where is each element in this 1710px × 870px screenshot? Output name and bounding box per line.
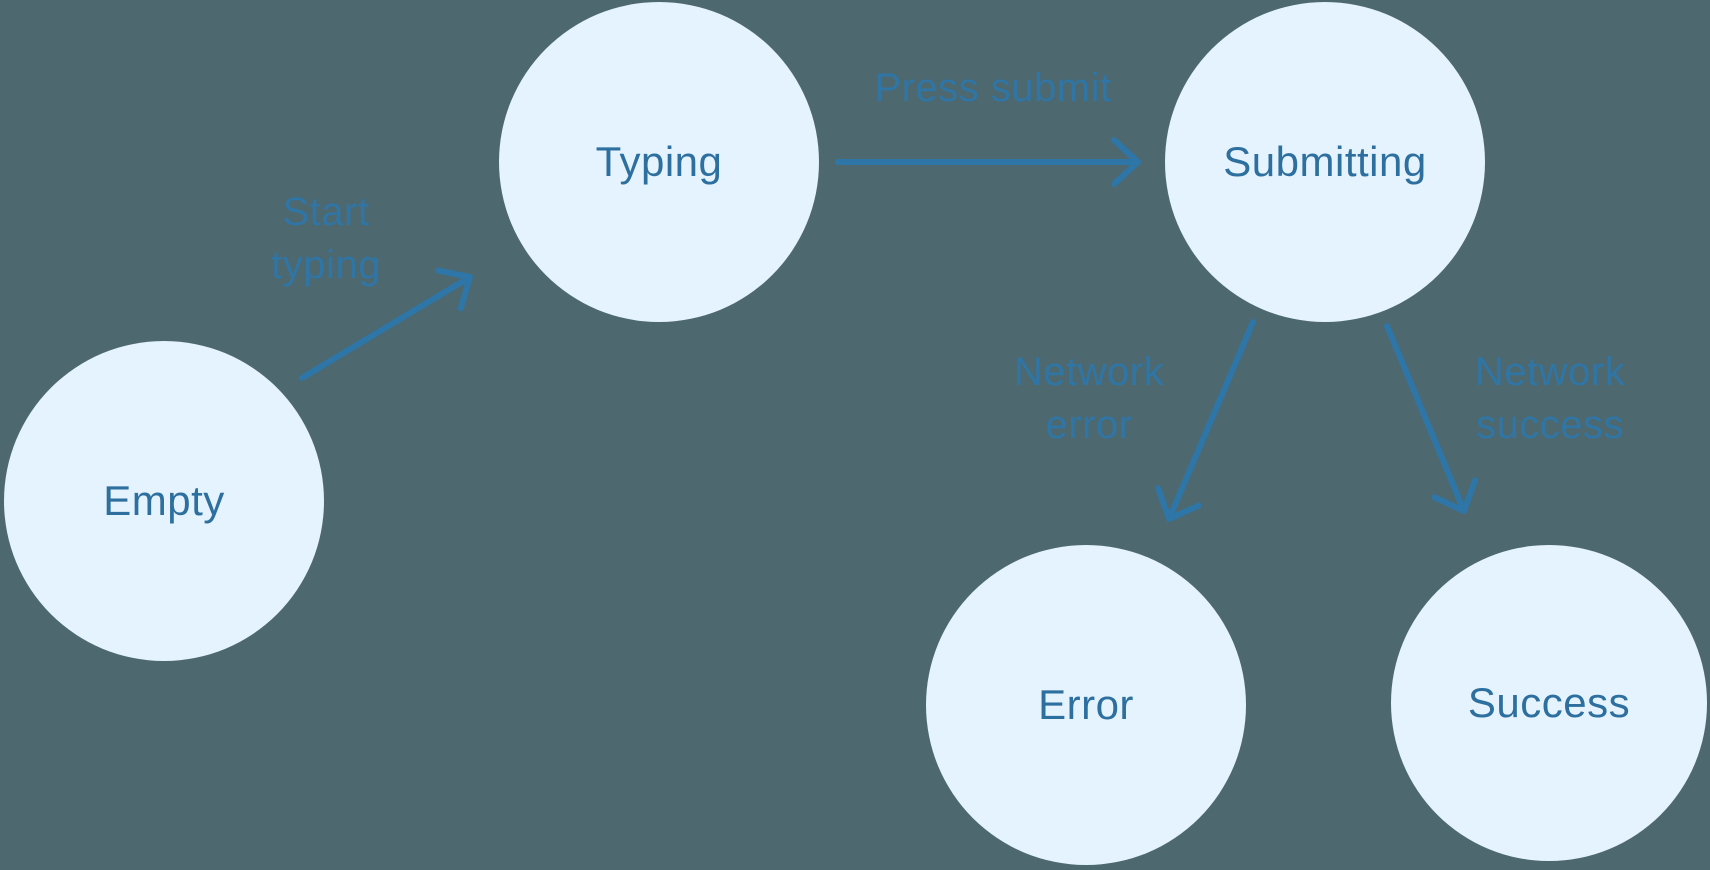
transition-label: Network xyxy=(1014,350,1165,394)
state-circle xyxy=(1391,545,1707,861)
transition-arrow-network-error xyxy=(1155,319,1256,522)
state-label: Success xyxy=(1468,679,1630,726)
state-circle xyxy=(926,545,1246,865)
transition-empty-to-typing: Start typing xyxy=(271,190,473,381)
state-label: Submitting xyxy=(1223,138,1426,185)
transition-submitting-to-success: Network success xyxy=(1384,323,1626,514)
state-label: Empty xyxy=(103,477,225,524)
state-circle xyxy=(499,2,819,322)
transition-label: typing xyxy=(271,243,381,287)
state-node-success: Success xyxy=(1391,545,1707,861)
state-circle xyxy=(1165,2,1485,322)
transition-label: Press submit xyxy=(874,66,1111,110)
state-node-typing: Typing xyxy=(499,2,819,322)
transition-label: error xyxy=(1046,403,1133,447)
transition-label: success xyxy=(1476,403,1624,447)
state-label: Typing xyxy=(596,138,723,185)
transition-arrow-network-success xyxy=(1384,323,1479,514)
transition-arrow-start-typing xyxy=(299,267,473,381)
transition-typing-to-submitting: Press submit xyxy=(835,66,1141,187)
transition-submitting-to-error: Network error xyxy=(1014,319,1256,522)
state-circle xyxy=(4,341,324,661)
state-node-error: Error xyxy=(926,545,1246,865)
state-label: Error xyxy=(1038,681,1134,728)
state-node-submitting: Submitting xyxy=(1165,2,1485,322)
state-node-empty: Empty xyxy=(4,341,324,661)
transition-label: Network xyxy=(1475,350,1626,394)
transition-label: Start xyxy=(283,190,370,234)
